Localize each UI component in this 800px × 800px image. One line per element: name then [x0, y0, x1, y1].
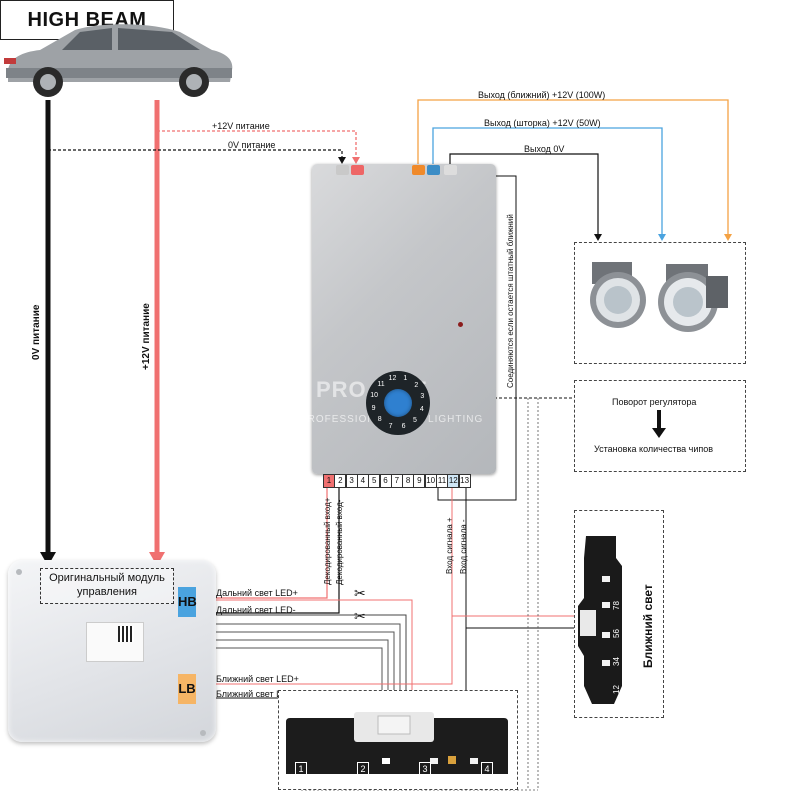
zero-dashed-wire	[48, 149, 343, 160]
controller-pin-4: 4	[356, 474, 369, 488]
low-beam-chip-label-56: 56	[612, 629, 621, 638]
dial-number-11: 11	[377, 380, 385, 388]
zero-connector	[444, 165, 457, 175]
dial-number-9: 9	[371, 404, 376, 412]
controller-pin-7: 7	[390, 474, 403, 488]
regulator-line1: Поворот регулятора	[612, 397, 697, 407]
shutter-connector	[427, 165, 440, 175]
decoded-minus-wire	[210, 488, 340, 614]
dial-number-6: 6	[401, 423, 406, 431]
dial-number-10: 10	[370, 391, 378, 399]
plus12-power-vertical-label: +12V питание	[141, 303, 152, 370]
low-beam-chip-label-12: 12	[612, 685, 621, 694]
controller-pin-6: 6	[379, 474, 392, 488]
controller-pin-2: 2	[334, 474, 347, 488]
zero-volt-arrow	[40, 552, 56, 566]
controller-pin-1: 1	[323, 474, 335, 488]
low-beam-vertical-label: Ближний свет	[641, 584, 655, 668]
zero-output-wire	[449, 153, 599, 238]
dial-number-8: 8	[377, 415, 382, 423]
low-beam-plus-label: Ближний свет LED+	[216, 674, 299, 684]
high-beam-led-board	[286, 712, 508, 774]
module-label: Оригинальный модуль управления	[40, 568, 174, 604]
plus12-power-label: +12V питание	[212, 121, 270, 131]
down-arrow-icon	[652, 410, 666, 438]
shutter-output-label: Выход (шторка) +12V (50W)	[484, 118, 601, 128]
indicator-dot	[458, 322, 463, 327]
plus12-arrow	[149, 552, 165, 566]
signal-plus-label: Вход сигнала +	[445, 517, 454, 574]
regulator-knob[interactable]	[384, 389, 412, 417]
low-beam-chip-label-78: 78	[612, 601, 621, 610]
low-beam-output-wire	[417, 99, 729, 238]
regulator-line2: Установка количества чипов	[594, 444, 714, 454]
dial-number-4: 4	[419, 406, 424, 414]
controller-pin-5: 5	[368, 474, 381, 488]
low-beam-output-label: Выход (ближний) +12V (100W)	[478, 90, 606, 100]
hb-badge: HB	[178, 587, 197, 617]
high-beam-minus-label: Дальний свет LED-	[216, 605, 296, 615]
side-link-wire	[437, 175, 517, 501]
module-screw	[16, 569, 22, 575]
shutter-output-wire	[432, 127, 663, 238]
power-connector-black	[336, 165, 349, 175]
high-beam-plus-label: Дальний свет LED+	[216, 588, 298, 598]
signal-minus-label: Вход сигнала -	[459, 519, 468, 574]
controller-pin-12: 12	[447, 474, 460, 488]
low-beam-chip-label-34: 34	[612, 657, 621, 666]
dial-number-1: 1	[403, 375, 408, 383]
power-connector-red	[351, 165, 364, 175]
dial-number-12: 12	[388, 374, 397, 382]
board-pin-2: 2	[357, 762, 369, 776]
dial-number-5: 5	[413, 417, 417, 425]
module-screw	[200, 730, 206, 736]
dial-number-7: 7	[388, 422, 393, 430]
zero-power-label: 0V питание	[228, 140, 276, 150]
zero-power-vertical-label: 0V питание	[31, 304, 42, 360]
low-plus-wire	[210, 486, 453, 685]
dial-number-2: 2	[414, 382, 419, 389]
low-beam-connector	[412, 165, 425, 175]
qr-code-icon	[118, 626, 134, 642]
controller-pin-13: 13	[458, 474, 471, 488]
controller-pin-8: 8	[402, 474, 415, 488]
controller-pin-3: 3	[345, 474, 358, 488]
decoded-plus-label: Декодированный вход+	[323, 497, 332, 585]
dial-number-3: 3	[420, 393, 425, 401]
side-note-label: Соединяются если остается штатный ближни…	[506, 214, 515, 388]
scissors-icon-2: ✂	[354, 609, 366, 625]
lb-badge: LB	[178, 674, 196, 704]
decoded-minus-label: Декодированный вход-	[335, 499, 344, 585]
controller-pin-11: 11	[436, 474, 448, 488]
controller-pin-10: 10	[424, 474, 437, 488]
low-beam-led-board	[578, 536, 622, 704]
board-pin-4: 4	[481, 762, 493, 776]
controller-pin-9: 9	[413, 474, 426, 488]
projector-lenses-image	[590, 262, 728, 332]
decoded-plus-wire	[210, 488, 328, 599]
car-image	[4, 24, 233, 97]
scissors-icon-1: ✂	[354, 586, 366, 602]
low-beam-minus-label: Ближний свет LED-	[216, 689, 297, 699]
board-pin-1: 1	[295, 762, 307, 776]
plus12-dashed-wire	[157, 130, 357, 160]
module-sticker	[86, 622, 144, 662]
board-pin-3: 3	[419, 762, 431, 776]
zero-output-label: Выход 0V	[524, 144, 565, 154]
